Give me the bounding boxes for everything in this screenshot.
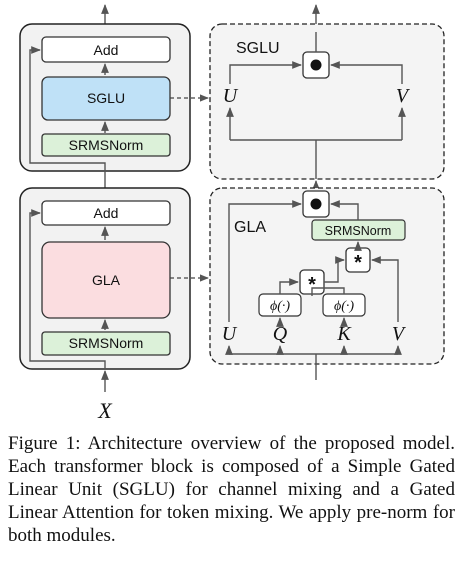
sglu-u-label: U — [223, 85, 239, 107]
input-x-label: X — [97, 398, 113, 420]
inner-star-icon: * — [308, 274, 316, 296]
srmsnorm-label-top: SRMSNorm — [69, 137, 144, 153]
srmsnorm-box-top — [41, 133, 171, 157]
sglu-detail-title: SGLU — [236, 40, 280, 57]
gla-q-label: Q — [273, 323, 288, 345]
srmsnorm-box-bottom — [41, 331, 171, 356]
gla-detail-title: GLA — [234, 219, 266, 236]
residual-connection-bottom — [29, 209, 106, 369]
outer-star-icon: * — [354, 252, 362, 274]
architecture-diagram: Add SGLU SRMSNorm Add GLA SRMSNorm X SGL… — [19, 4, 445, 420]
figure-caption: Figure 1: Architecture overview of the p… — [8, 433, 455, 546]
phi-q-to-star — [279, 278, 299, 294]
sglu-label: SGLU — [87, 90, 125, 106]
srmsnorm-label-bottom: SRMSNorm — [69, 335, 144, 351]
gla-u-label: U — [222, 323, 238, 345]
sglu-v-path — [330, 61, 403, 84]
gla-label: GLA — [92, 272, 121, 288]
phi-q-label: ϕ(·) — [270, 299, 290, 314]
phi-k-label: ϕ(·) — [334, 299, 354, 314]
add-box-top — [41, 36, 171, 63]
add-label-bottom: Add — [94, 205, 119, 221]
gla-v-label: V — [392, 323, 407, 345]
gla-srmsnorm-label: SRMSNorm — [325, 224, 392, 238]
sglu-u-path — [229, 61, 302, 84]
add-label-top: Add — [94, 42, 119, 58]
gla-box — [41, 241, 171, 319]
add-box-bottom — [41, 200, 171, 226]
gla-norm-to-hadamard — [330, 200, 359, 220]
inner-to-outer-star — [324, 256, 345, 283]
gla-k-label: K — [336, 323, 352, 345]
hadamard-icon-sglu — [310, 59, 322, 71]
residual-connection-top — [29, 46, 106, 171]
gla-u-path — [228, 200, 302, 322]
sglu-v-label: V — [396, 85, 411, 107]
phi-k-to-star — [311, 287, 345, 296]
gla-v-path — [371, 256, 399, 322]
hadamard-icon-gla — [310, 198, 322, 210]
